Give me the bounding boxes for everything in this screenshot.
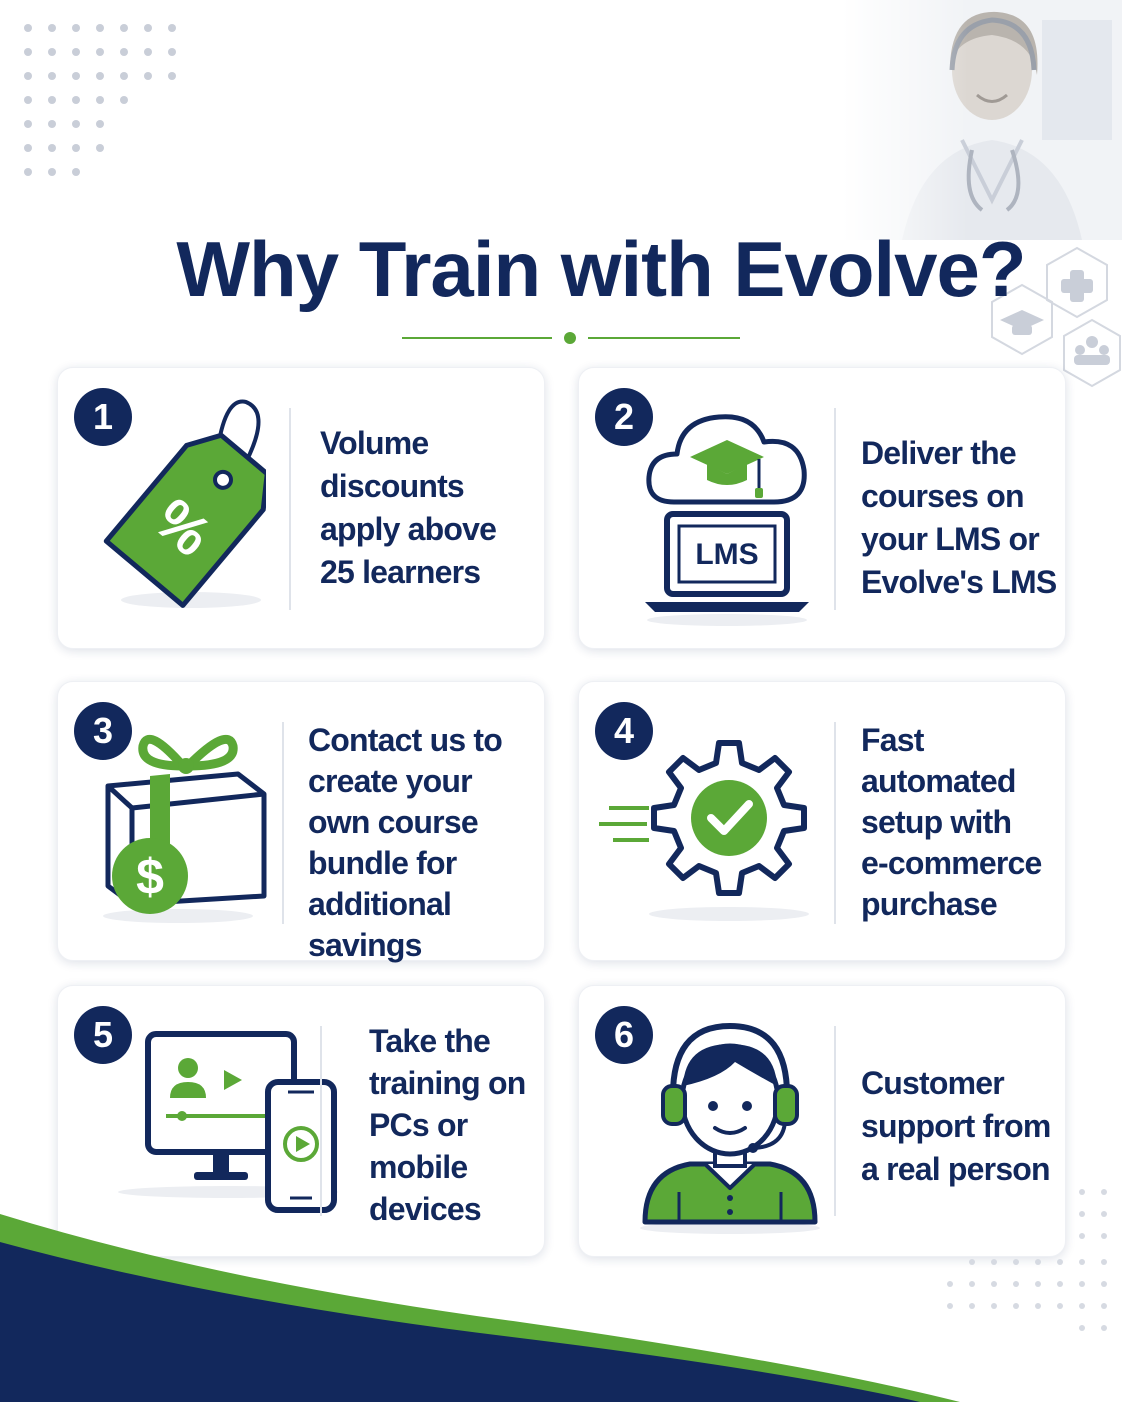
benefit-text: Customer support from a real person — [861, 1065, 1051, 1187]
step-number-badge: 3 — [74, 702, 132, 760]
benefit-text: Fast automated setup with e-commerce pur… — [861, 722, 1042, 922]
benefit-text: Contact us to create your own course bun… — [308, 722, 503, 963]
benefit-card-5: 5 Take the training on PCs or mobile dev… — [57, 985, 545, 1257]
benefit-text: Deliver the courses on your LMS or Evolv… — [861, 435, 1057, 600]
benefit-card-1: 1 % Volume discounts apply above 25 lear… — [57, 367, 545, 649]
support-agent-headset-icon — [640, 1022, 820, 1234]
hexagon-icons-decoration — [991, 246, 1121, 388]
cloud-lms-laptop-icon: LMS — [645, 414, 809, 626]
dot-pattern-decoration — [24, 24, 176, 176]
graduation-cap-icon — [1000, 310, 1044, 335]
step-number-badge: 6 — [595, 1006, 653, 1064]
benefit-card-2: 2 LMS Deliver the courses on your LMS or… — [578, 367, 1066, 649]
medical-cross-icon — [1061, 270, 1093, 302]
card-divider — [834, 408, 836, 610]
benefit-text: Take the training on PCs or mobile devic… — [369, 1023, 526, 1227]
page-title: Why Train with Evolve? — [176, 225, 1026, 313]
team-icon — [1074, 336, 1110, 365]
benefit-text: Volume discounts apply above 25 learners — [320, 425, 497, 590]
step-number-badge: 4 — [595, 702, 653, 760]
gear-check-icon — [599, 740, 809, 921]
title-area: Why Train with Evolve? — [0, 224, 1122, 314]
dollar-label: $ — [136, 849, 164, 905]
gift-box-dollar-icon: $ — [103, 734, 267, 923]
lms-label: LMS — [695, 538, 758, 571]
healthcare-worker-image — [842, 0, 1122, 240]
benefit-card-6: 6 Customer support from a real person — [578, 985, 1066, 1257]
percent-price-tag-icon: % — [103, 399, 266, 608]
step-number-badge: 2 — [595, 388, 653, 446]
monitor-phone-video-icon — [118, 1031, 338, 1213]
benefit-card-4: 4 Fast automated setup with e-commerce p… — [578, 681, 1066, 961]
card-divider — [834, 722, 836, 924]
dot-pattern-decoration — [947, 1189, 1107, 1331]
title-divider — [402, 332, 740, 344]
card-divider — [289, 408, 291, 610]
benefit-card-3: 3 $ Contact us to create your own course… — [57, 681, 545, 963]
card-divider — [834, 1026, 836, 1216]
bottom-wave-decoration — [0, 1214, 960, 1402]
step-number-badge: 1 — [74, 388, 132, 446]
card-divider — [320, 1026, 322, 1216]
card-divider — [282, 722, 284, 924]
step-number-badge: 5 — [74, 1006, 132, 1064]
